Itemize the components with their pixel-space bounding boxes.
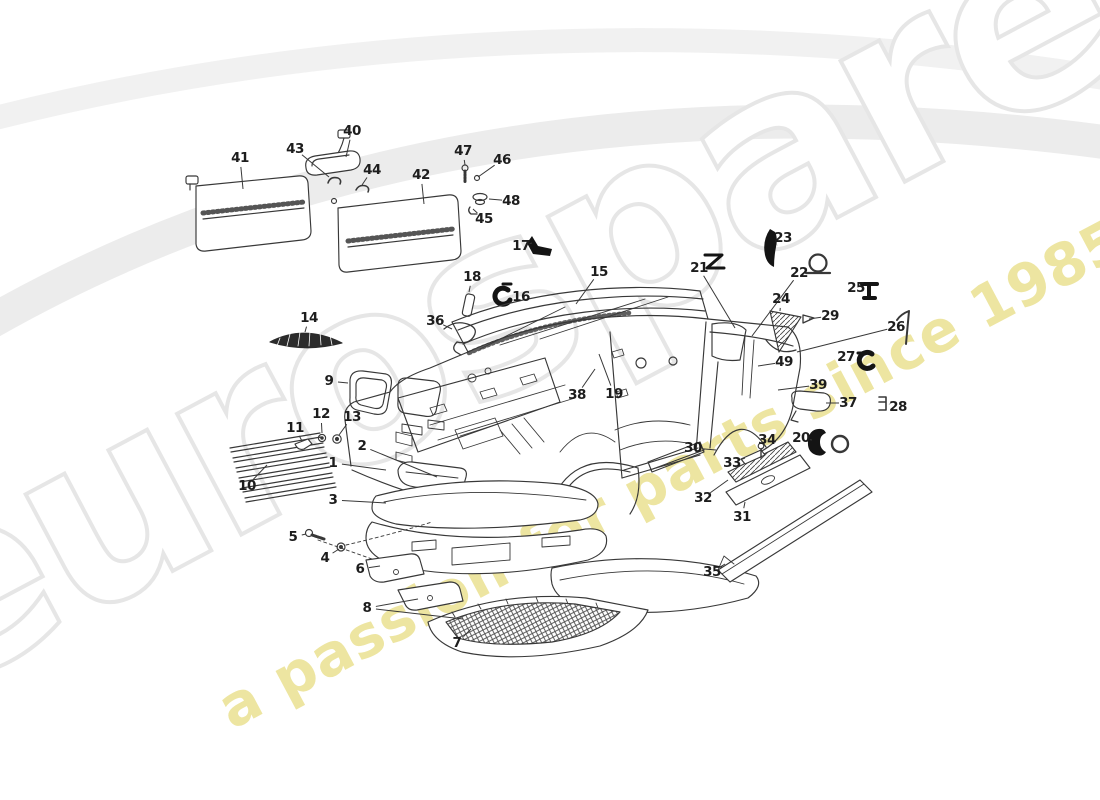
- swoosh-arc-upper: [0, 28, 1100, 130]
- part-visor-clip-44: [356, 186, 369, 193]
- part-clip-16: [495, 284, 511, 304]
- leader-line: [488, 198, 503, 201]
- leader-line: [368, 565, 381, 569]
- leader-line: [375, 608, 464, 620]
- part-front-bumper-1: [372, 481, 598, 528]
- leader-line: [740, 457, 746, 461]
- leader-line: [320, 422, 323, 434]
- leader-line: [338, 424, 348, 436]
- leader-line: [463, 159, 466, 166]
- part-bracket-28: [879, 397, 886, 410]
- leader-line: [341, 463, 387, 471]
- leader-line: [337, 381, 349, 384]
- part-strip-26: [897, 311, 909, 344]
- leader-line: [301, 533, 307, 536]
- part-fasteners-11-12-13: [295, 434, 341, 449]
- leader-line: [751, 279, 795, 337]
- part-air-dam-blade: [551, 559, 759, 613]
- leader-line: [442, 324, 453, 330]
- part-radiator-grille-10: [230, 433, 336, 502]
- leader-line: [345, 139, 351, 158]
- part-front-spoiler-7: [428, 596, 648, 656]
- part-strip-18: [462, 293, 475, 316]
- part-undertray-6: [366, 554, 424, 582]
- leader-line: [361, 177, 368, 186]
- part-sun-visor-rh: [332, 195, 462, 272]
- leader-line: [808, 316, 822, 320]
- leader-line: [796, 328, 888, 353]
- leader-line: [298, 435, 303, 442]
- part-clip-17: [527, 236, 552, 256]
- leader-line: [332, 548, 340, 554]
- leader-line: [370, 448, 438, 478]
- leader-line: [421, 183, 425, 205]
- part-wedge-29: [803, 315, 814, 323]
- part-z-bracket-21: [705, 255, 724, 268]
- part-mirror-glass-37: [791, 391, 830, 422]
- part-grommet-22: [806, 255, 830, 274]
- part-clip-25: [862, 284, 877, 298]
- leader-line: [375, 598, 419, 607]
- leader-line: [760, 447, 763, 451]
- leader-line: [743, 501, 746, 509]
- part-grommets-20: [807, 428, 848, 456]
- leader-line: [463, 628, 472, 637]
- leader-line: [719, 563, 726, 568]
- leader-line: [240, 166, 244, 190]
- leader-line: [598, 353, 612, 386]
- leader-line: [703, 275, 736, 329]
- part-visor-clip-43: [328, 178, 341, 184]
- leader-line: [341, 500, 387, 504]
- leader-line: [710, 479, 729, 494]
- part-bumper-shell-3: [366, 522, 607, 574]
- part-fixings-4-5: [306, 522, 433, 566]
- swoosh-arc-main: [0, 104, 1100, 337]
- part-visor-grommet-48: [469, 194, 487, 215]
- part-sill-finisher-35: [718, 480, 872, 582]
- part-sill-tread-32: [728, 442, 796, 482]
- leader-line: [477, 164, 495, 178]
- part-body-shell: [345, 288, 801, 516]
- part-strip-23: [764, 229, 777, 267]
- leader-line: [575, 279, 595, 305]
- part-sill-plate-31: [726, 455, 810, 505]
- leader-line: [757, 362, 776, 367]
- part-undertray-8: [398, 582, 463, 610]
- part-sun-visor-lh: [186, 176, 311, 251]
- leader-line: [252, 464, 268, 480]
- leader-line: [304, 326, 308, 333]
- part-screw-34: [758, 443, 764, 458]
- leader-line: [529, 242, 533, 245]
- leader-line: [468, 285, 471, 293]
- leader-line: [777, 385, 810, 391]
- part-clip-27: [858, 352, 873, 368]
- leader-line: [701, 448, 717, 451]
- leader-line: [472, 208, 478, 214]
- part-headlamp-bezel-9: [350, 371, 392, 414]
- leader-line: [581, 368, 596, 388]
- part-plate-33: [741, 450, 765, 464]
- leader-line: [301, 154, 330, 178]
- part-badge-grille-14: [270, 331, 342, 348]
